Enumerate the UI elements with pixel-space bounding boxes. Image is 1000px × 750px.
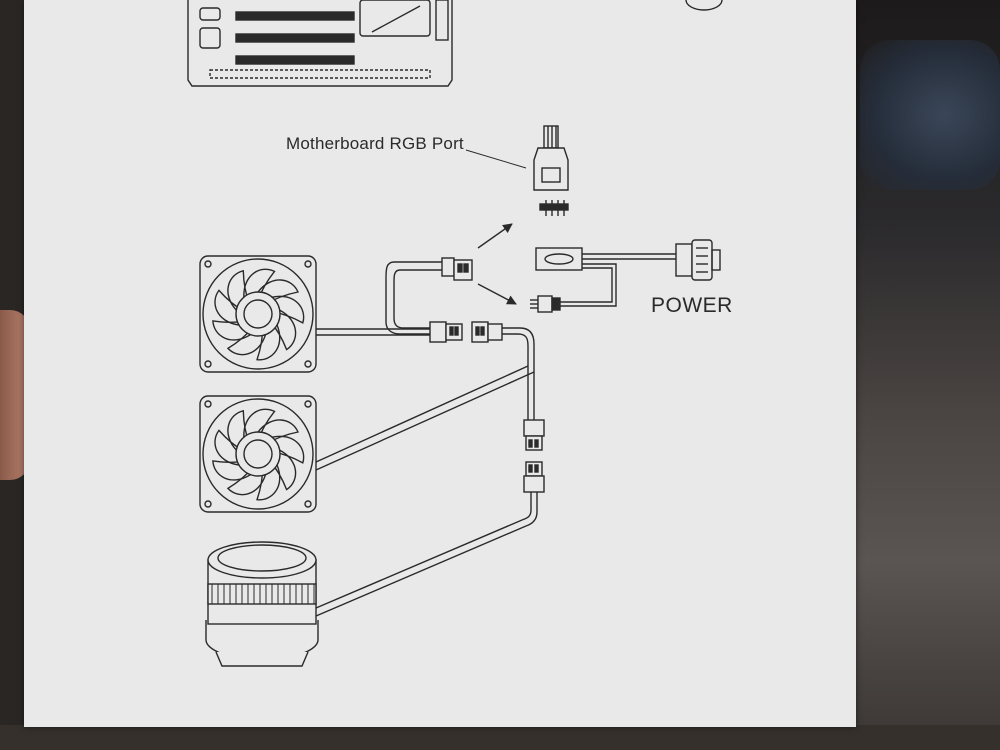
fan-1-cable (316, 328, 430, 336)
manual-page (24, 0, 856, 727)
rgb-controller-box (535, 247, 583, 271)
power-label: POWER (651, 294, 733, 317)
pump-cable (315, 492, 538, 617)
rgb-connector-middle (429, 321, 503, 343)
rgb-connector-vertical (523, 419, 545, 493)
fan-2 (199, 395, 317, 513)
cpu-pump-block (205, 541, 319, 667)
fan-1 (199, 255, 317, 373)
controller-plug (530, 295, 561, 313)
background-cloth (860, 40, 1000, 190)
motherboard (187, 0, 453, 87)
cropped-circle-icon (685, 0, 723, 11)
fan-2-cable (315, 327, 535, 471)
arrow-to-rgb-port (477, 223, 513, 249)
molex-power-connector (675, 239, 721, 281)
background-table (0, 725, 1000, 750)
rgb-splitter-top (385, 257, 473, 335)
arrow-to-controller-plug (477, 283, 517, 305)
controller-cables (560, 253, 676, 307)
label-leader-line (465, 149, 527, 169)
motherboard-rgb-connector (533, 125, 569, 216)
motherboard-rgb-port-label: Motherboard RGB Port (286, 134, 464, 153)
